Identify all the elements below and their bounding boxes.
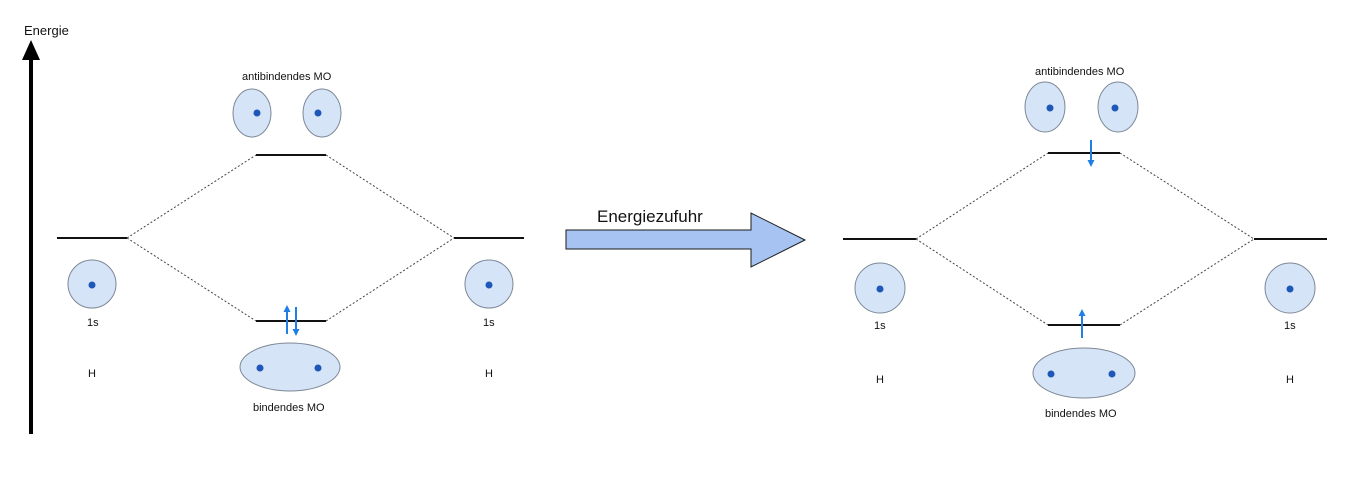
nucleus-dot <box>1111 104 1119 112</box>
nucleus-dot <box>1108 370 1116 378</box>
energy-input-arrow-label: Energiezufuhr <box>597 207 703 226</box>
energy-axis-label: Energie <box>24 23 69 38</box>
correlation-line <box>915 238 1049 326</box>
nucleus-dot <box>1286 285 1294 293</box>
energy-axis-arrowhead <box>22 40 40 60</box>
left-antibonding-lobe-right <box>302 88 342 138</box>
left-correlation-lines <box>126 154 455 322</box>
left-atom-left-element-label: H <box>88 368 96 380</box>
right-atom-right-orbital <box>1264 262 1316 314</box>
electron-spin-down-arrow <box>292 307 300 336</box>
left-mo-diagram: antibindendes MO <box>57 71 524 414</box>
left-atom-left-orbital-label: 1s <box>87 317 99 329</box>
electron-spin-up-arrow <box>283 305 291 334</box>
right-atom-right-element-label: H <box>1286 374 1294 386</box>
right-mo-diagram: antibindendes MO <box>843 66 1327 420</box>
left-atom-right-element-label: H <box>485 368 493 380</box>
nucleus-dot <box>88 281 96 289</box>
nucleus-dot <box>1046 104 1054 112</box>
electron-spin-down-arrow <box>1087 140 1095 167</box>
left-bonding-orbital <box>239 342 341 392</box>
nucleus-dot <box>256 364 264 372</box>
right-bonding-orbital <box>1032 347 1136 399</box>
nucleus-dot <box>1047 370 1055 378</box>
energy-axis: Energie <box>22 23 69 434</box>
correlation-line <box>1119 152 1255 240</box>
correlation-line <box>126 154 257 239</box>
energy-input-arrow: Energiezufuhr <box>565 207 807 268</box>
correlation-line <box>915 152 1049 240</box>
right-bonding-orbital-shape <box>1032 347 1136 399</box>
left-bonding-orbital-shape <box>239 342 341 392</box>
nucleus-dot <box>485 281 493 289</box>
correlation-line <box>1119 238 1255 326</box>
nucleus-dot <box>314 109 322 117</box>
nucleus-dot <box>314 364 322 372</box>
right-antibonding-electrons <box>1087 140 1095 167</box>
right-atom-left-orbital-label: 1s <box>874 320 886 332</box>
left-atom-left-orbital <box>67 259 117 309</box>
right-atom-left-element-label: H <box>876 374 884 386</box>
right-correlation-lines <box>915 152 1255 326</box>
correlation-line <box>325 154 455 239</box>
left-antibonding-label: antibindendes MO <box>242 71 332 83</box>
left-bonding-label: bindendes MO <box>253 402 325 414</box>
right-bonding-label: bindendes MO <box>1045 408 1117 420</box>
left-bonding-electrons <box>283 305 300 336</box>
right-atom-right-orbital-label: 1s <box>1284 320 1296 332</box>
left-antibonding-orbital <box>232 88 342 138</box>
right-atom-left-orbital <box>854 262 906 314</box>
right-antibonding-label: antibindendes MO <box>1035 66 1125 78</box>
electron-spin-up-arrow <box>1078 309 1086 338</box>
correlation-line <box>126 237 257 322</box>
nucleus-dot <box>876 285 884 293</box>
energy-input-arrow-shape <box>565 212 807 268</box>
right-antibonding-lobe-left <box>1024 81 1066 133</box>
right-bonding-electrons <box>1078 309 1086 338</box>
right-antibonding-orbital <box>1024 81 1139 133</box>
left-atom-right-orbital <box>464 259 514 309</box>
left-atom-right-orbital-label: 1s <box>483 317 495 329</box>
left-antibonding-lobe-left <box>232 88 272 138</box>
nucleus-dot <box>253 109 261 117</box>
correlation-line <box>325 237 455 322</box>
